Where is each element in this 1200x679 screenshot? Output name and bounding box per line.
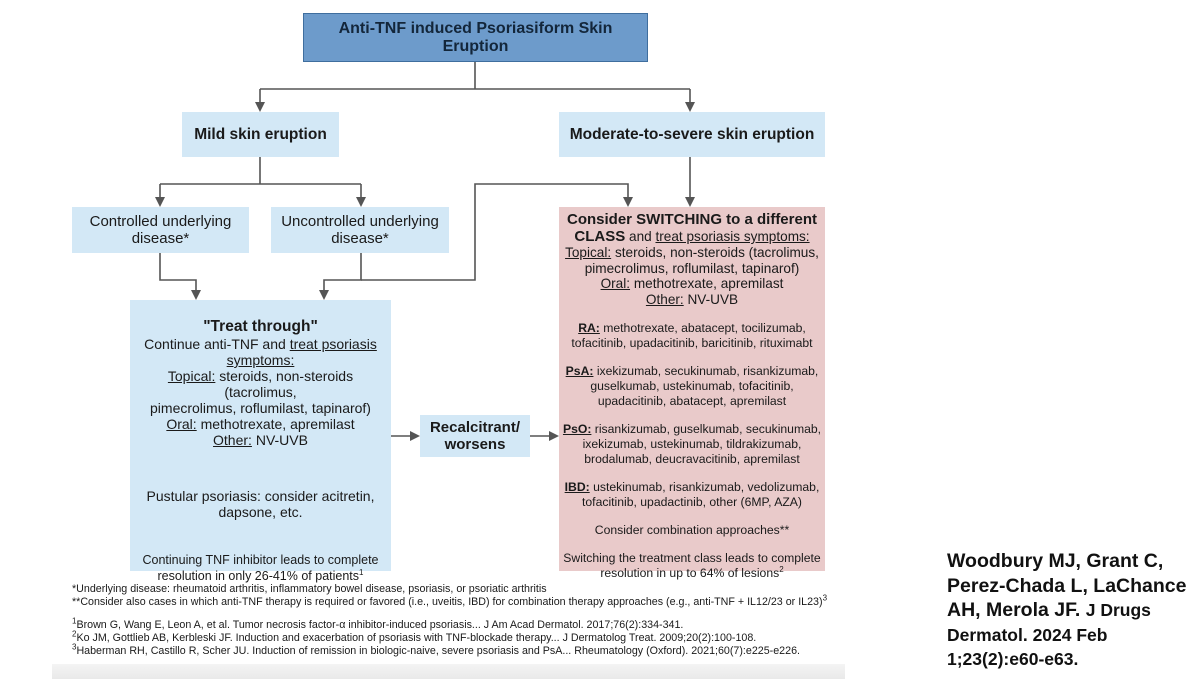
footnotes: *Underlying disease: rheumatoid arthriti… <box>72 583 842 658</box>
pso-section: PsO: risankizumab, guselkumab, secukinum… <box>562 422 822 466</box>
ibd-section: IBD: ustekinumab, risankizumab, vedolizu… <box>564 480 820 509</box>
arrow-controlled-to-treat <box>159 253 201 300</box>
combination-note: Consider combination approaches** <box>594 523 790 537</box>
treat-through-heading: "Treat through" <box>203 318 318 335</box>
arrow-uncontrolled-to-treat <box>319 253 362 300</box>
title-box: Anti-TNF induced Psoriasiform Skin Erupt… <box>303 13 648 62</box>
reference-2: 2Ko JM, Gottlieb AB, Kerbleski JF. Induc… <box>72 629 757 644</box>
pustular-note: Pustular psoriasis: consider acitretin, … <box>146 488 375 520</box>
moderate-eruption-box: Moderate-to-severe skin eruption <box>559 112 825 157</box>
connector-mild-split <box>160 157 361 185</box>
psa-section: PsA: ixekizumab, secukinumab, risankizum… <box>565 364 819 408</box>
reference-1: 1Brown G, Wang E, Leon A, et al. Tumor n… <box>72 616 684 631</box>
switching-box: Consider SWITCHING to a different CLASS … <box>559 207 825 580</box>
recalcitrant-box: Recalcitrant/ worsens <box>420 415 530 457</box>
treat-through-box: "Treat through" Continue anti-TNF and tr… <box>130 300 391 583</box>
mild-eruption-box: Mild skin eruption <box>182 112 339 157</box>
connector-title-split <box>260 62 690 90</box>
title-text: Anti-TNF induced Psoriasiform Skin Erupt… <box>338 19 613 55</box>
footnote-underlying: *Underlying disease: rheumatoid arthriti… <box>72 583 547 595</box>
footnote-combination: **Consider also cases in which anti-TNF … <box>72 593 828 608</box>
switch-result-note: Switching the treatment class leads to c… <box>563 551 821 580</box>
arrow-uncontrolled-to-switch <box>361 183 633 281</box>
citation: Woodbury MJ, Grant C, Perez-Chada L, LaC… <box>947 550 1187 669</box>
uncontrolled-disease-box: Uncontrolled underlying disease* <box>271 207 449 253</box>
controlled-disease-box: Controlled underlying disease* <box>72 207 249 253</box>
continuing-note: Continuing TNF inhibitor leads to comple… <box>142 553 379 583</box>
reference-3: 3Haberman RH, Castillo R, Scher JU. Indu… <box>72 642 800 657</box>
figure-bottom-edge <box>52 664 845 679</box>
ra-section: RA: methotrexate, abatacept, tocilizumab… <box>571 321 813 350</box>
